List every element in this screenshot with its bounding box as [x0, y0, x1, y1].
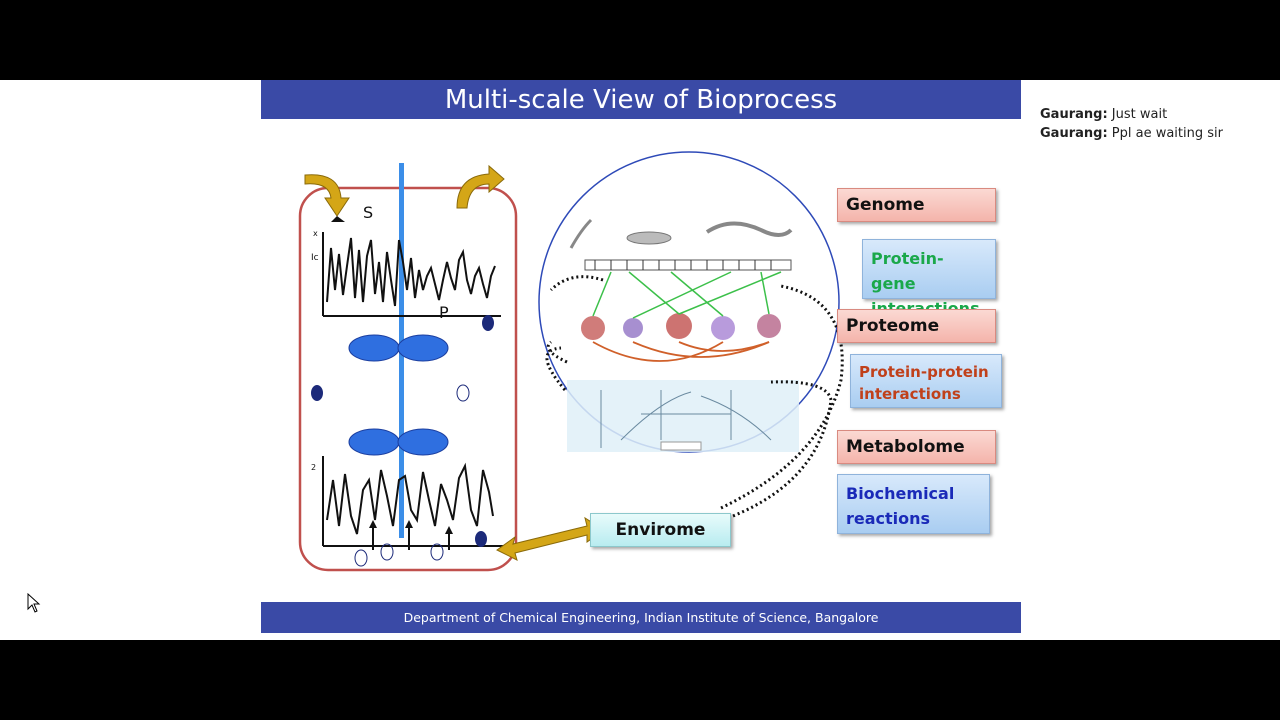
chat-user: Gaurang:: [1040, 107, 1108, 122]
protein-icon: [623, 318, 643, 338]
top-plot-signal: [326, 237, 496, 307]
mouse-cursor-icon: [27, 593, 41, 613]
inlet-arrow: [304, 174, 350, 217]
bottom-plot-signal: [326, 462, 494, 535]
genome-box: Genome: [837, 188, 996, 222]
genome-ticks: [594, 260, 772, 270]
biochemical-line2: reactions: [846, 509, 931, 528]
metabolome-box: Metabolome: [837, 430, 996, 464]
reactor-vessel: [298, 186, 518, 572]
genome-strip: [584, 259, 792, 271]
chat-panel: Gaurang: Just wait Gaurang: Ppl ae waiti…: [1040, 105, 1223, 143]
cell-bubble: [456, 384, 470, 402]
cell-bubble: [311, 385, 323, 401]
slide-footer: Department of Chemical Engineering, Indi…: [261, 602, 1021, 633]
protein-gene-arrows: [592, 271, 782, 319]
impeller-blade: [397, 334, 449, 362]
substrate-label: S: [363, 203, 373, 222]
impeller-blade: [397, 428, 449, 456]
genome-label: Genome: [846, 195, 925, 215]
protein-protein-box: Protein-protein interactions: [850, 354, 1002, 408]
proteome-label: Proteome: [846, 316, 940, 336]
chat-text: Ppl ae waiting sir: [1111, 126, 1223, 141]
metabolic-map: [567, 380, 799, 452]
video-frame: Multi-scale View of Bioprocess Ic x S P: [0, 80, 1280, 640]
bottom-arrow-head: [405, 520, 413, 528]
protein-protein-arcs: [592, 341, 770, 362]
inlet-tip: [331, 216, 345, 222]
envirome-box: Envirome: [590, 513, 731, 547]
outlet-arrow: [456, 164, 505, 209]
chat-message: Gaurang: Just wait: [1040, 105, 1223, 124]
chat-message: Gaurang: Ppl ae waiting sir: [1040, 124, 1223, 143]
impeller-blade: [348, 334, 400, 362]
chromosome-icon: [626, 231, 672, 245]
slide: Multi-scale View of Bioprocess Ic x S P: [261, 80, 1021, 640]
top-plot-y-label: Ic: [311, 253, 319, 263]
chat-user: Gaurang:: [1040, 126, 1108, 141]
bottom-arrow-head: [369, 520, 377, 528]
protein-icon: [666, 313, 692, 339]
dna-icon-small: [569, 218, 593, 249]
product-bubble: [482, 315, 494, 331]
cell-bubble: [475, 531, 487, 547]
dna-helix-icon: [705, 221, 793, 237]
chat-text: Just wait: [1111, 107, 1168, 122]
protein-protein-line1: Protein-protein: [859, 363, 989, 381]
product-label: P: [439, 303, 449, 322]
protein-protein-line2: interactions: [859, 385, 961, 403]
protein-icon: [581, 316, 605, 340]
cell-bubble: [354, 549, 368, 567]
protein-gene-box: Protein-gene interactions: [862, 239, 996, 318]
slide-title: Multi-scale View of Bioprocess: [261, 80, 1021, 119]
bottom-arrow-head: [445, 526, 453, 534]
envirome-label: Envirome: [615, 520, 706, 540]
regulation-dotted-arcs: [545, 275, 844, 518]
metabolome-label: Metabolome: [846, 437, 965, 457]
protein-icon: [711, 316, 735, 340]
metabolic-map-lines: [600, 390, 772, 448]
top-plot-x-mark: x: [313, 229, 318, 238]
envirome-double-arrow: [496, 516, 605, 561]
cell-bubble: [380, 543, 394, 561]
proteome-box: Proteome: [837, 309, 996, 343]
bottom-plot-y-label: 2: [311, 463, 316, 472]
diagram-canvas: Ic x S P 2: [298, 151, 844, 572]
biochemical-line1: Biochemical: [846, 484, 955, 503]
citric-cycle-tag: [660, 441, 702, 451]
biochemical-box: Biochemical reactions: [837, 474, 990, 534]
cell-bubble: [430, 543, 444, 561]
impeller-blade: [348, 428, 400, 456]
protein-gene-line1: Protein-gene: [871, 249, 944, 293]
protein-icon: [757, 314, 781, 338]
